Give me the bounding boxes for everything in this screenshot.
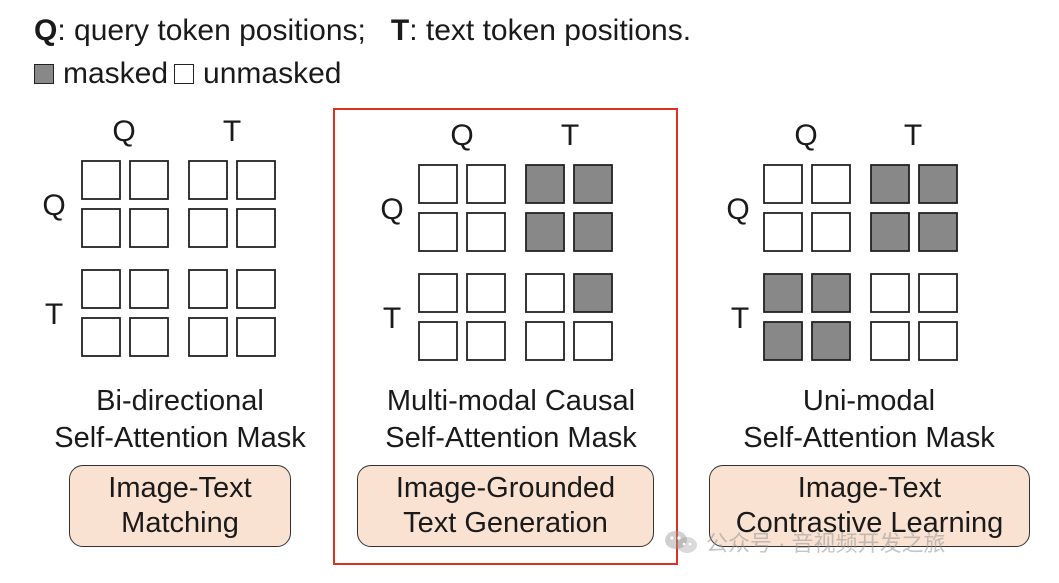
masked-cell xyxy=(763,273,803,313)
legend-t-key: T xyxy=(390,14,410,47)
unmasked-cell xyxy=(918,273,958,313)
task-image-text-contrastive-learning: Image-Text Contrastive Learning xyxy=(709,465,1030,547)
unmasked-cell xyxy=(573,321,613,361)
task-line-2: Matching xyxy=(121,507,239,539)
legend-q-key: Q xyxy=(34,14,58,47)
masked-cell xyxy=(870,164,910,204)
unmasked-cell xyxy=(81,208,121,248)
unmasked-cell xyxy=(466,164,506,204)
unmasked-swatch xyxy=(174,64,195,84)
masked-cell xyxy=(870,212,910,252)
unmasked-cell xyxy=(236,317,276,357)
unmasked-cell xyxy=(525,273,565,313)
task-line-2: Text Generation xyxy=(403,507,608,539)
unmasked-cell xyxy=(525,321,565,361)
masked-cell xyxy=(573,164,613,204)
caption-causal: Multi-modal Causal Self-Attention Mask xyxy=(358,383,664,457)
task-line-2: Contrastive Learning xyxy=(735,507,1004,539)
unmasked-cell xyxy=(81,160,121,200)
caption-bidirectional: Bi-directional Self-Attention Mask xyxy=(30,383,330,457)
mask-cells xyxy=(81,160,276,357)
unmasked-cell xyxy=(811,212,851,252)
caption-line-1: Uni-modal xyxy=(802,385,936,417)
col-label-q: Q xyxy=(450,119,473,152)
mask-cells xyxy=(418,164,613,361)
masked-cell xyxy=(525,212,565,252)
unmasked-cell xyxy=(236,208,276,248)
caption-line-1: Multi-modal Causal xyxy=(386,385,636,417)
unmasked-cell xyxy=(763,164,803,204)
unmasked-cell xyxy=(236,160,276,200)
col-label-q: Q xyxy=(112,115,135,148)
unmasked-cell xyxy=(870,273,910,313)
unmasked-cell xyxy=(918,321,958,361)
row-label-q: Q xyxy=(380,193,403,226)
unmasked-cell xyxy=(418,273,458,313)
masked-cell xyxy=(811,273,851,313)
unmasked-cell xyxy=(81,269,121,309)
masked-cell xyxy=(525,164,565,204)
masked-cell xyxy=(573,273,613,313)
legend-mask-key: masked unmasked xyxy=(34,57,341,91)
unmasked-cell xyxy=(236,269,276,309)
caption-unimodal: Uni-modal Self-Attention Mask xyxy=(716,383,1022,457)
legend-positions: Q: query token positions; T: text token … xyxy=(34,14,691,48)
masked-cell xyxy=(573,212,613,252)
unmasked-cell xyxy=(188,160,228,200)
caption-line-2: Self-Attention Mask xyxy=(54,422,306,454)
watermark-text: 公众号 · 音视频开发之旅 xyxy=(706,531,946,556)
unmasked-cell xyxy=(418,321,458,361)
masked-label: masked xyxy=(63,57,169,90)
task-image-grounded-text-generation: Image-Grounded Text Generation xyxy=(357,465,654,547)
task-image-text-matching: Image-Text Matching xyxy=(69,465,291,547)
legend-q-desc: : query token positions; xyxy=(57,14,366,47)
row-label-t: T xyxy=(383,302,401,335)
caption-line-2: Self-Attention Mask xyxy=(743,422,995,454)
col-label-q: Q xyxy=(794,119,817,152)
unmasked-cell xyxy=(129,317,169,357)
unmasked-cell xyxy=(129,269,169,309)
unmasked-cell xyxy=(188,208,228,248)
col-label-t: T xyxy=(904,119,922,152)
watermark: 公众号 · 音视频开发之旅 xyxy=(664,526,946,558)
unmasked-label: unmasked xyxy=(203,57,342,90)
col-label-t: T xyxy=(223,115,241,148)
masked-cell xyxy=(918,212,958,252)
mask-cells xyxy=(763,164,958,361)
masked-cell xyxy=(811,321,851,361)
unmasked-cell xyxy=(763,212,803,252)
unmasked-cell xyxy=(418,164,458,204)
caption-line-1: Bi-directional xyxy=(96,385,264,417)
unmasked-cell xyxy=(418,212,458,252)
col-label-t: T xyxy=(561,119,579,152)
unmasked-cell xyxy=(188,317,228,357)
task-line-1: Image-Text xyxy=(797,472,942,504)
row-label-t: T xyxy=(45,298,63,331)
unmasked-cell xyxy=(188,269,228,309)
masked-cell xyxy=(763,321,803,361)
masked-cell xyxy=(918,164,958,204)
masked-swatch xyxy=(34,64,54,84)
row-label-q: Q xyxy=(726,193,749,226)
unmasked-cell xyxy=(466,273,506,313)
legend-t-desc: : text token positions. xyxy=(409,14,692,47)
row-label-q: Q xyxy=(42,189,65,222)
highlight-frame xyxy=(333,108,678,565)
unmasked-cell xyxy=(870,321,910,361)
unmasked-cell xyxy=(129,160,169,200)
unmasked-cell xyxy=(466,321,506,361)
unmasked-cell xyxy=(81,317,121,357)
wechat-icon xyxy=(664,530,698,554)
unmasked-cell xyxy=(466,212,506,252)
task-line-1: Image-Grounded xyxy=(395,472,616,504)
task-line-1: Image-Text xyxy=(108,472,252,504)
row-label-t: T xyxy=(731,302,749,335)
unmasked-cell xyxy=(129,208,169,248)
unmasked-cell xyxy=(811,164,851,204)
caption-line-2: Self-Attention Mask xyxy=(385,422,637,454)
